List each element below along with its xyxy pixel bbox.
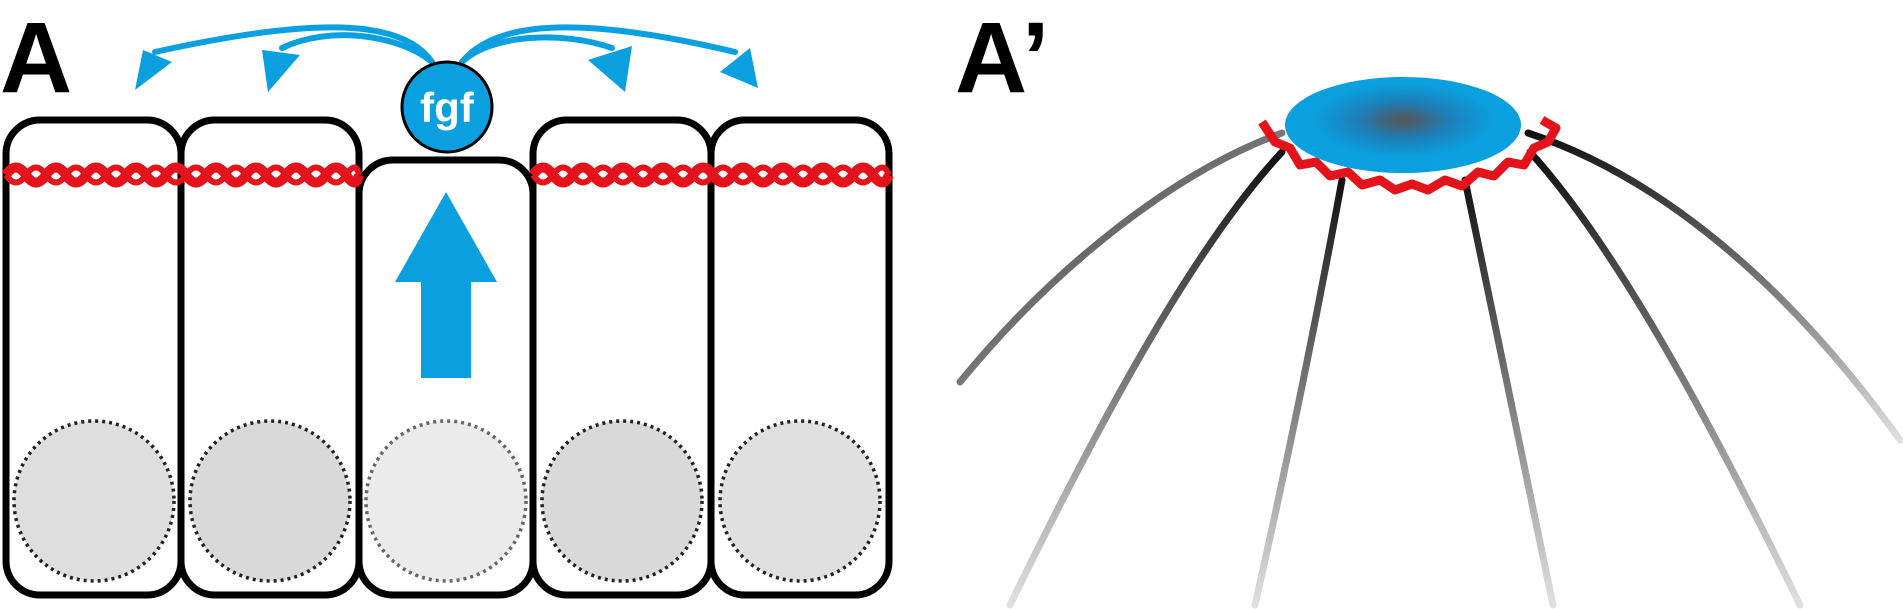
arrowheads [135, 46, 758, 92]
nucleus-3 [364, 419, 528, 583]
cell-5 [707, 116, 893, 599]
arrow-up-icon [395, 192, 497, 378]
fgf-label: fgf [420, 84, 475, 131]
apical-junction-band [1, 162, 894, 188]
radial-line-1 [956, 129, 1286, 386]
radial-line-3 [1251, 176, 1346, 609]
curved-arrow-icon [152, 24, 738, 65]
nucleus-5 [718, 419, 882, 583]
apical-disc [1285, 77, 1521, 173]
radiating-cells [956, 129, 1903, 609]
apical-junction-ring [1258, 116, 1561, 195]
fgf-circle [400, 60, 494, 154]
radial-line-5 [1526, 148, 1804, 609]
radial-line-2 [1006, 148, 1286, 609]
nucleus-2 [188, 419, 352, 583]
epithelial-cells [2, 116, 893, 599]
nuclei [12, 419, 882, 583]
nucleus-4 [540, 419, 704, 583]
panel-label-a: A [0, 2, 72, 114]
radial-line-6 [1524, 129, 1903, 444]
radial-line-4 [1461, 176, 1557, 609]
panel-label-a-prime: A’ [955, 2, 1049, 114]
fgf-signal: fgf [400, 60, 494, 154]
nucleus-1 [12, 419, 176, 583]
